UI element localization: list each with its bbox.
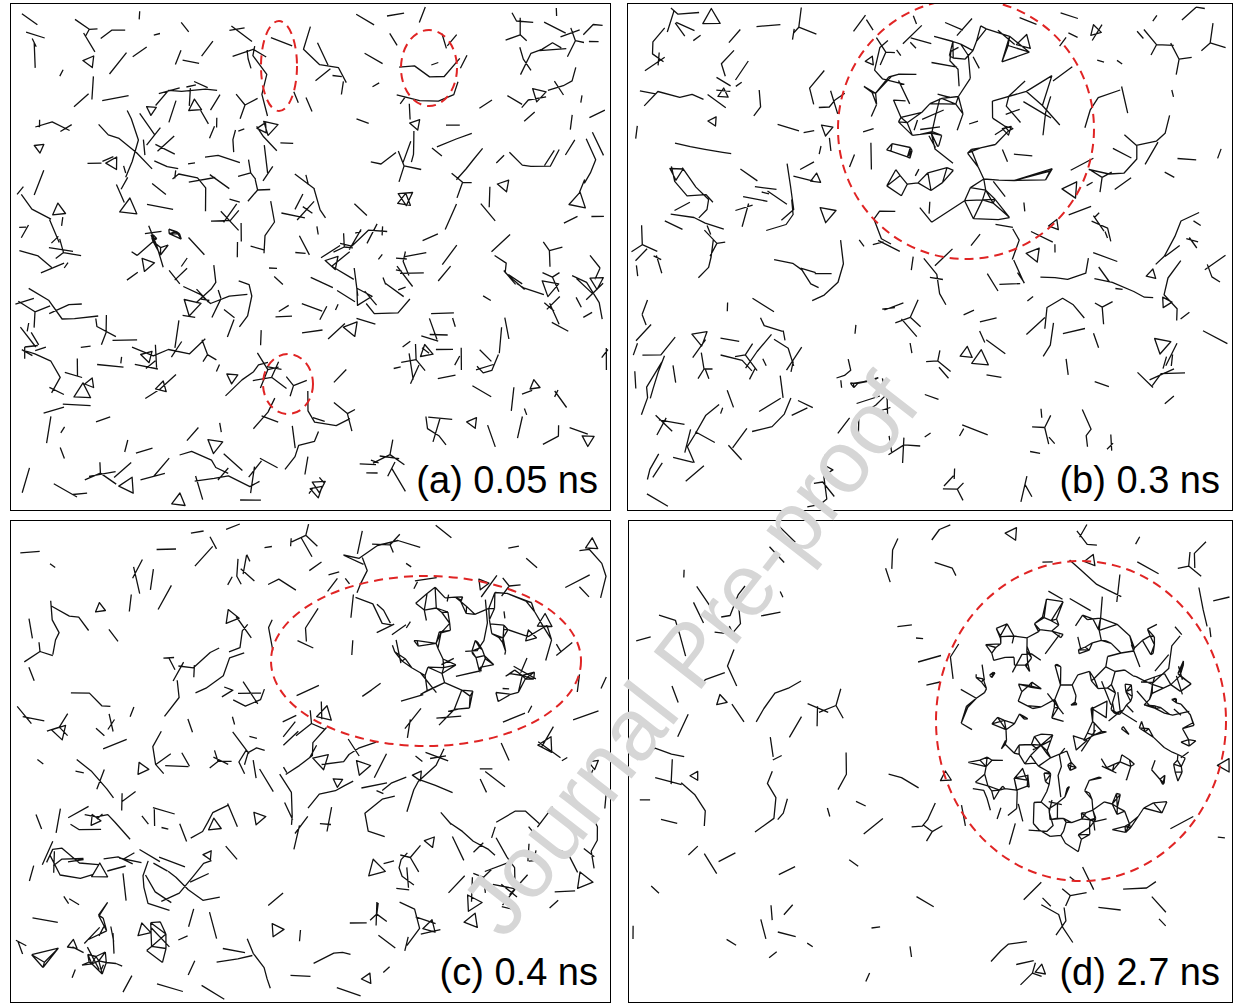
snapshot-panel: (b) 0.3 ns <box>627 3 1233 511</box>
panel-label: (b) 0.3 ns <box>1057 460 1222 502</box>
snapshot-panel: (c) 0.4 ns <box>10 520 611 1003</box>
panel-label: (a) 0.05 ns <box>414 460 600 502</box>
panel-label: (d) 2.7 ns <box>1057 952 1222 994</box>
highlight-ellipse <box>261 21 297 111</box>
molecular-snapshot <box>11 521 610 1002</box>
molecular-snapshot <box>628 4 1232 510</box>
highlight-ellipse <box>838 4 1094 259</box>
watermark: Journal Pre-proof <box>441 356 940 955</box>
highlight-ellipse <box>263 354 313 414</box>
snapshot-panel: (d) 2.7 ns <box>628 520 1233 1003</box>
molecule-bonds <box>15 7 608 506</box>
highlight-ellipse <box>936 561 1226 881</box>
molecular-snapshot <box>11 4 610 510</box>
molecular-snapshot <box>629 521 1232 1002</box>
highlight-ellipse <box>401 30 457 106</box>
snapshot-panel: (a) 0.05 ns <box>10 3 611 511</box>
highlight-ellipse <box>271 576 581 746</box>
molecule-bonds <box>633 525 1230 985</box>
panel-label: (c) 0.4 ns <box>438 952 600 994</box>
molecule-bonds <box>632 7 1228 507</box>
molecule-bonds <box>16 524 607 999</box>
